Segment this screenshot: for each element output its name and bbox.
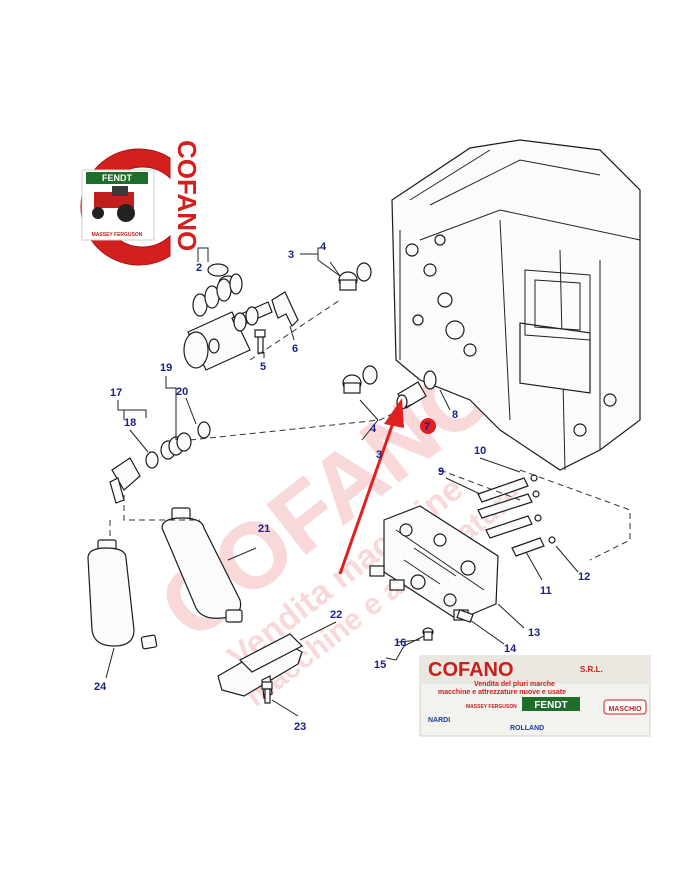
callout-21: 21 (258, 523, 270, 535)
cofano-banner: COFANO S.R.L. Vendita del pluri marche m… (419, 655, 651, 737)
callout-4a: 4 (320, 241, 327, 253)
valve-7 (396, 370, 437, 410)
plug-top (338, 262, 372, 291)
banner-tagline-2: macchine e attrezzature nuove e usate (438, 689, 566, 696)
callout-22: 22 (330, 609, 342, 621)
bolt-5 (254, 329, 266, 354)
leader-lines (105, 247, 579, 717)
callout-13: 13 (528, 627, 540, 639)
cofano-vertical-text: COFANO (172, 140, 202, 251)
o-rings (192, 273, 243, 317)
shift-fork (271, 291, 299, 328)
transmission-housing (391, 139, 641, 471)
banner-brand-mf: MASSEY FERGUSON (466, 704, 517, 710)
callout-23: 23 (294, 721, 306, 733)
callout-15: 15 (374, 659, 386, 671)
fitting-19 (160, 432, 192, 460)
callout-7-badge (420, 418, 436, 434)
valve-block-13 (369, 505, 499, 621)
callout-3a: 3 (288, 249, 294, 261)
banner-tagline-1: Vendita del pluri marche (474, 681, 555, 688)
solenoid-assembly (183, 263, 273, 371)
connector-assembly (109, 421, 211, 504)
callout-12: 12 (578, 571, 590, 583)
tractor-icon (92, 186, 135, 222)
callout-16: 16 (394, 637, 406, 649)
plug-middle (342, 365, 378, 394)
callout-10: 10 (474, 445, 486, 457)
dashed-guides (109, 299, 631, 561)
bolt-23 (261, 681, 273, 704)
banner-suffix: S.R.L. (580, 665, 603, 674)
callout-5: 5 (260, 361, 266, 373)
fendt-badge-text: FENDT (102, 173, 132, 183)
fendt-badge (86, 172, 148, 184)
callout-labels: 2 3 4 5 6 17 18 19 20 4 3 7 8 9 10 11 12… (94, 241, 590, 733)
banner-brand-maschio: MASCHIO (608, 706, 642, 713)
accumulator-21 (161, 507, 243, 623)
highlight-arrow (338, 398, 436, 575)
callout-24: 24 (94, 681, 107, 693)
fitting-16 (422, 627, 434, 641)
callout-18: 18 (124, 417, 136, 429)
screw-14 (456, 609, 474, 623)
callout-7: 7 (424, 421, 430, 433)
callout-19: 19 (160, 362, 172, 374)
callout-20: 20 (176, 386, 188, 398)
banner-brand-nardi: NARDI (428, 717, 450, 724)
cofano-logo: FENDT MASSEY FERGUSON COFANO (80, 140, 202, 266)
callout-14: 14 (504, 643, 517, 655)
mf-badge-text: MASSEY FERGUSON (92, 232, 143, 238)
tubes (477, 474, 556, 557)
banner-brand-fendt: FENDT (534, 700, 567, 711)
callout-6: 6 (292, 343, 298, 355)
callout-3b: 3 (376, 449, 382, 461)
banner-title: COFANO (428, 659, 514, 681)
banner-brand-rolland: ROLLAND (510, 725, 544, 732)
callout-11: 11 (540, 585, 552, 597)
accumulator-24 (87, 539, 158, 650)
callout-17: 17 (110, 387, 122, 399)
housing-bolts (405, 234, 617, 437)
callout-9: 9 (438, 466, 444, 478)
callout-2: 2 (196, 262, 202, 274)
callout-8: 8 (452, 409, 458, 421)
callout-4b: 4 (370, 423, 377, 435)
